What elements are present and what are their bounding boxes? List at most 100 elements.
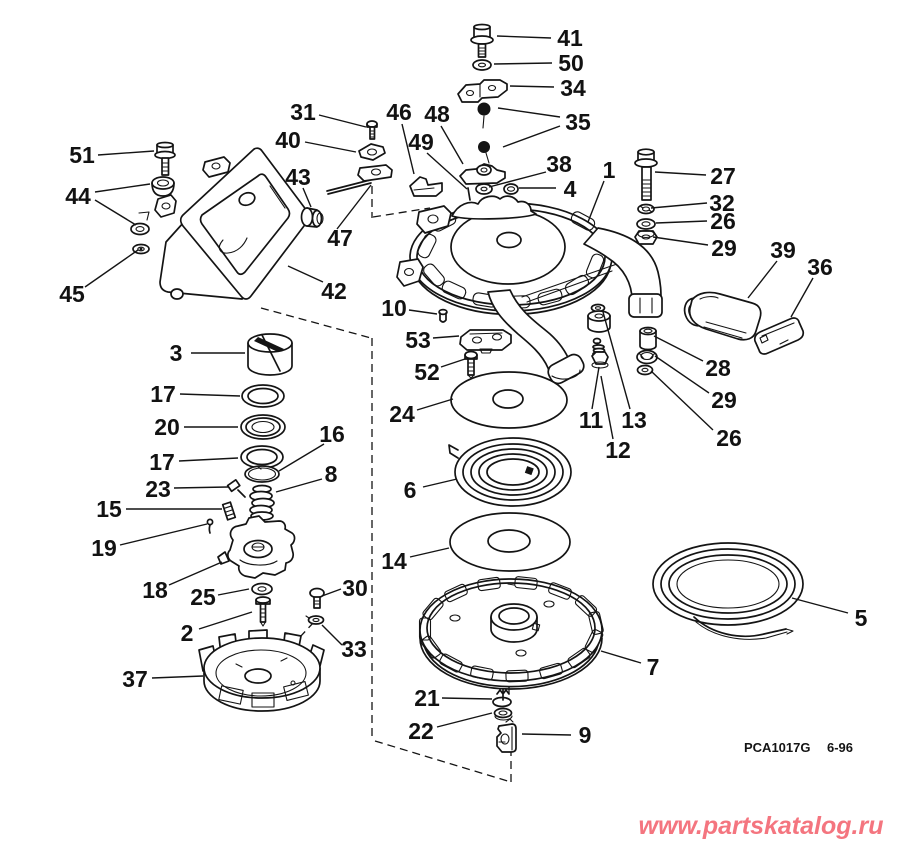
leader-line-45 <box>84 249 139 288</box>
part-22-washer <box>493 707 513 721</box>
leader-line-41 <box>496 35 552 39</box>
callout-43: 43 <box>285 164 311 190</box>
leader-line-11 <box>591 366 600 410</box>
leader-line-6 <box>422 478 458 488</box>
callout-32: 32 <box>709 190 735 216</box>
callout-8: 8 <box>325 461 338 487</box>
part-17-ring-lower <box>240 445 284 469</box>
part-8-pinion-spring <box>249 484 275 521</box>
leader-line-47 <box>336 184 372 230</box>
leader-line-49 <box>426 152 468 190</box>
part-31-screw <box>366 120 378 140</box>
part-46-wedge-anchor <box>409 176 443 197</box>
callout-13: 13 <box>621 407 647 433</box>
part-27-bolt <box>634 148 658 201</box>
part-38-washer <box>475 183 493 195</box>
leader-line-12 <box>600 375 614 440</box>
callout-46: 46 <box>386 99 412 125</box>
part-25-washer <box>251 582 273 596</box>
callout-26: 26 <box>716 425 742 451</box>
leader-line-25 <box>217 588 250 596</box>
leader-line-39 <box>747 260 778 299</box>
part-17-ring-upper <box>241 384 285 408</box>
leader-line-5 <box>791 597 849 614</box>
leader-line-26 <box>650 370 714 431</box>
leader-line-1 <box>587 180 605 223</box>
leader-line-38 <box>488 171 547 188</box>
callout-30: 30 <box>342 575 368 601</box>
callout-50: 50 <box>558 50 584 76</box>
leader-line-24 <box>416 398 454 411</box>
part-48-anchor-bracket <box>459 163 506 185</box>
part-50-washer <box>472 59 492 71</box>
watermark-text: www.partskatalog.ru <box>639 812 884 840</box>
leader-line-40 <box>304 141 357 153</box>
leader-line-42 <box>287 265 324 283</box>
part-16-snap-ring <box>244 465 280 483</box>
part-5-starter-rope <box>652 542 804 640</box>
leader-line-7 <box>600 650 642 664</box>
leader-line-23 <box>173 486 229 489</box>
callout-48: 48 <box>424 101 450 127</box>
part-14-friction-washer <box>449 512 571 572</box>
leader-line-17 <box>178 457 239 462</box>
leader-line-37 <box>151 675 204 679</box>
part-40-handle-anchor-plate <box>358 143 386 161</box>
callout-15: 15 <box>96 496 122 522</box>
leader-line-48 <box>440 125 464 165</box>
leader-line-22 <box>436 712 493 728</box>
diagram-date: 6-96 <box>827 740 853 755</box>
callout-9: 9 <box>579 722 592 748</box>
part-10-pin <box>438 308 448 323</box>
callout-49: 49 <box>408 129 434 155</box>
callout-11: 11 <box>579 407 604 433</box>
callout-17: 17 <box>150 381 176 407</box>
callout-35: 35 <box>565 109 591 135</box>
part-51-bolt <box>154 141 176 176</box>
leader-line-44 <box>94 183 151 193</box>
leader-line-36 <box>790 277 814 318</box>
callout-44: 44 <box>65 183 91 209</box>
leader-line-2 <box>198 611 253 630</box>
part-7-starter-pulley <box>418 576 604 690</box>
leader-line-13 <box>602 311 631 410</box>
leader-line-21 <box>441 697 493 700</box>
leader-line-50 <box>493 62 553 65</box>
callout-10: 10 <box>381 295 407 321</box>
callout-47: 47 <box>327 225 353 251</box>
leader-line-29 <box>652 236 709 246</box>
callout-51: 51 <box>69 142 95 168</box>
leader-line-44 <box>94 199 137 226</box>
part-6-recoil-spring <box>448 437 572 507</box>
part-21-spring-clip <box>492 689 512 708</box>
callout-22: 22 <box>408 718 434 744</box>
part-12-flanged-bushing <box>587 310 611 333</box>
leader-line-35 <box>502 125 561 148</box>
leader-line-51 <box>97 150 155 156</box>
callout-20: 20 <box>154 414 180 440</box>
callout-23: 23 <box>145 476 171 502</box>
callout-27: 27 <box>710 163 736 189</box>
callout-16: 16 <box>319 421 345 447</box>
part-30-screw <box>309 587 325 609</box>
callout-18: 18 <box>142 577 168 603</box>
leader-line-26 <box>655 220 708 224</box>
callout-37: 37 <box>122 666 148 692</box>
callout-6: 6 <box>404 477 417 503</box>
leader-line-46 <box>401 123 415 175</box>
part-28-spacer <box>639 326 657 351</box>
leader-line-28 <box>653 335 704 362</box>
part-20-ring <box>240 414 286 440</box>
part-36-handle-insert <box>753 317 805 355</box>
leader-line-53 <box>432 335 460 339</box>
leader-line-34 <box>509 85 555 88</box>
leader-line-33 <box>321 624 343 646</box>
callout-52: 52 <box>414 359 440 385</box>
callout-25: 25 <box>190 584 216 610</box>
callout-41: 41 <box>557 25 583 51</box>
leader-line-18 <box>168 561 223 586</box>
callout-1: 1 <box>603 157 616 183</box>
part-2-screw <box>255 596 271 627</box>
